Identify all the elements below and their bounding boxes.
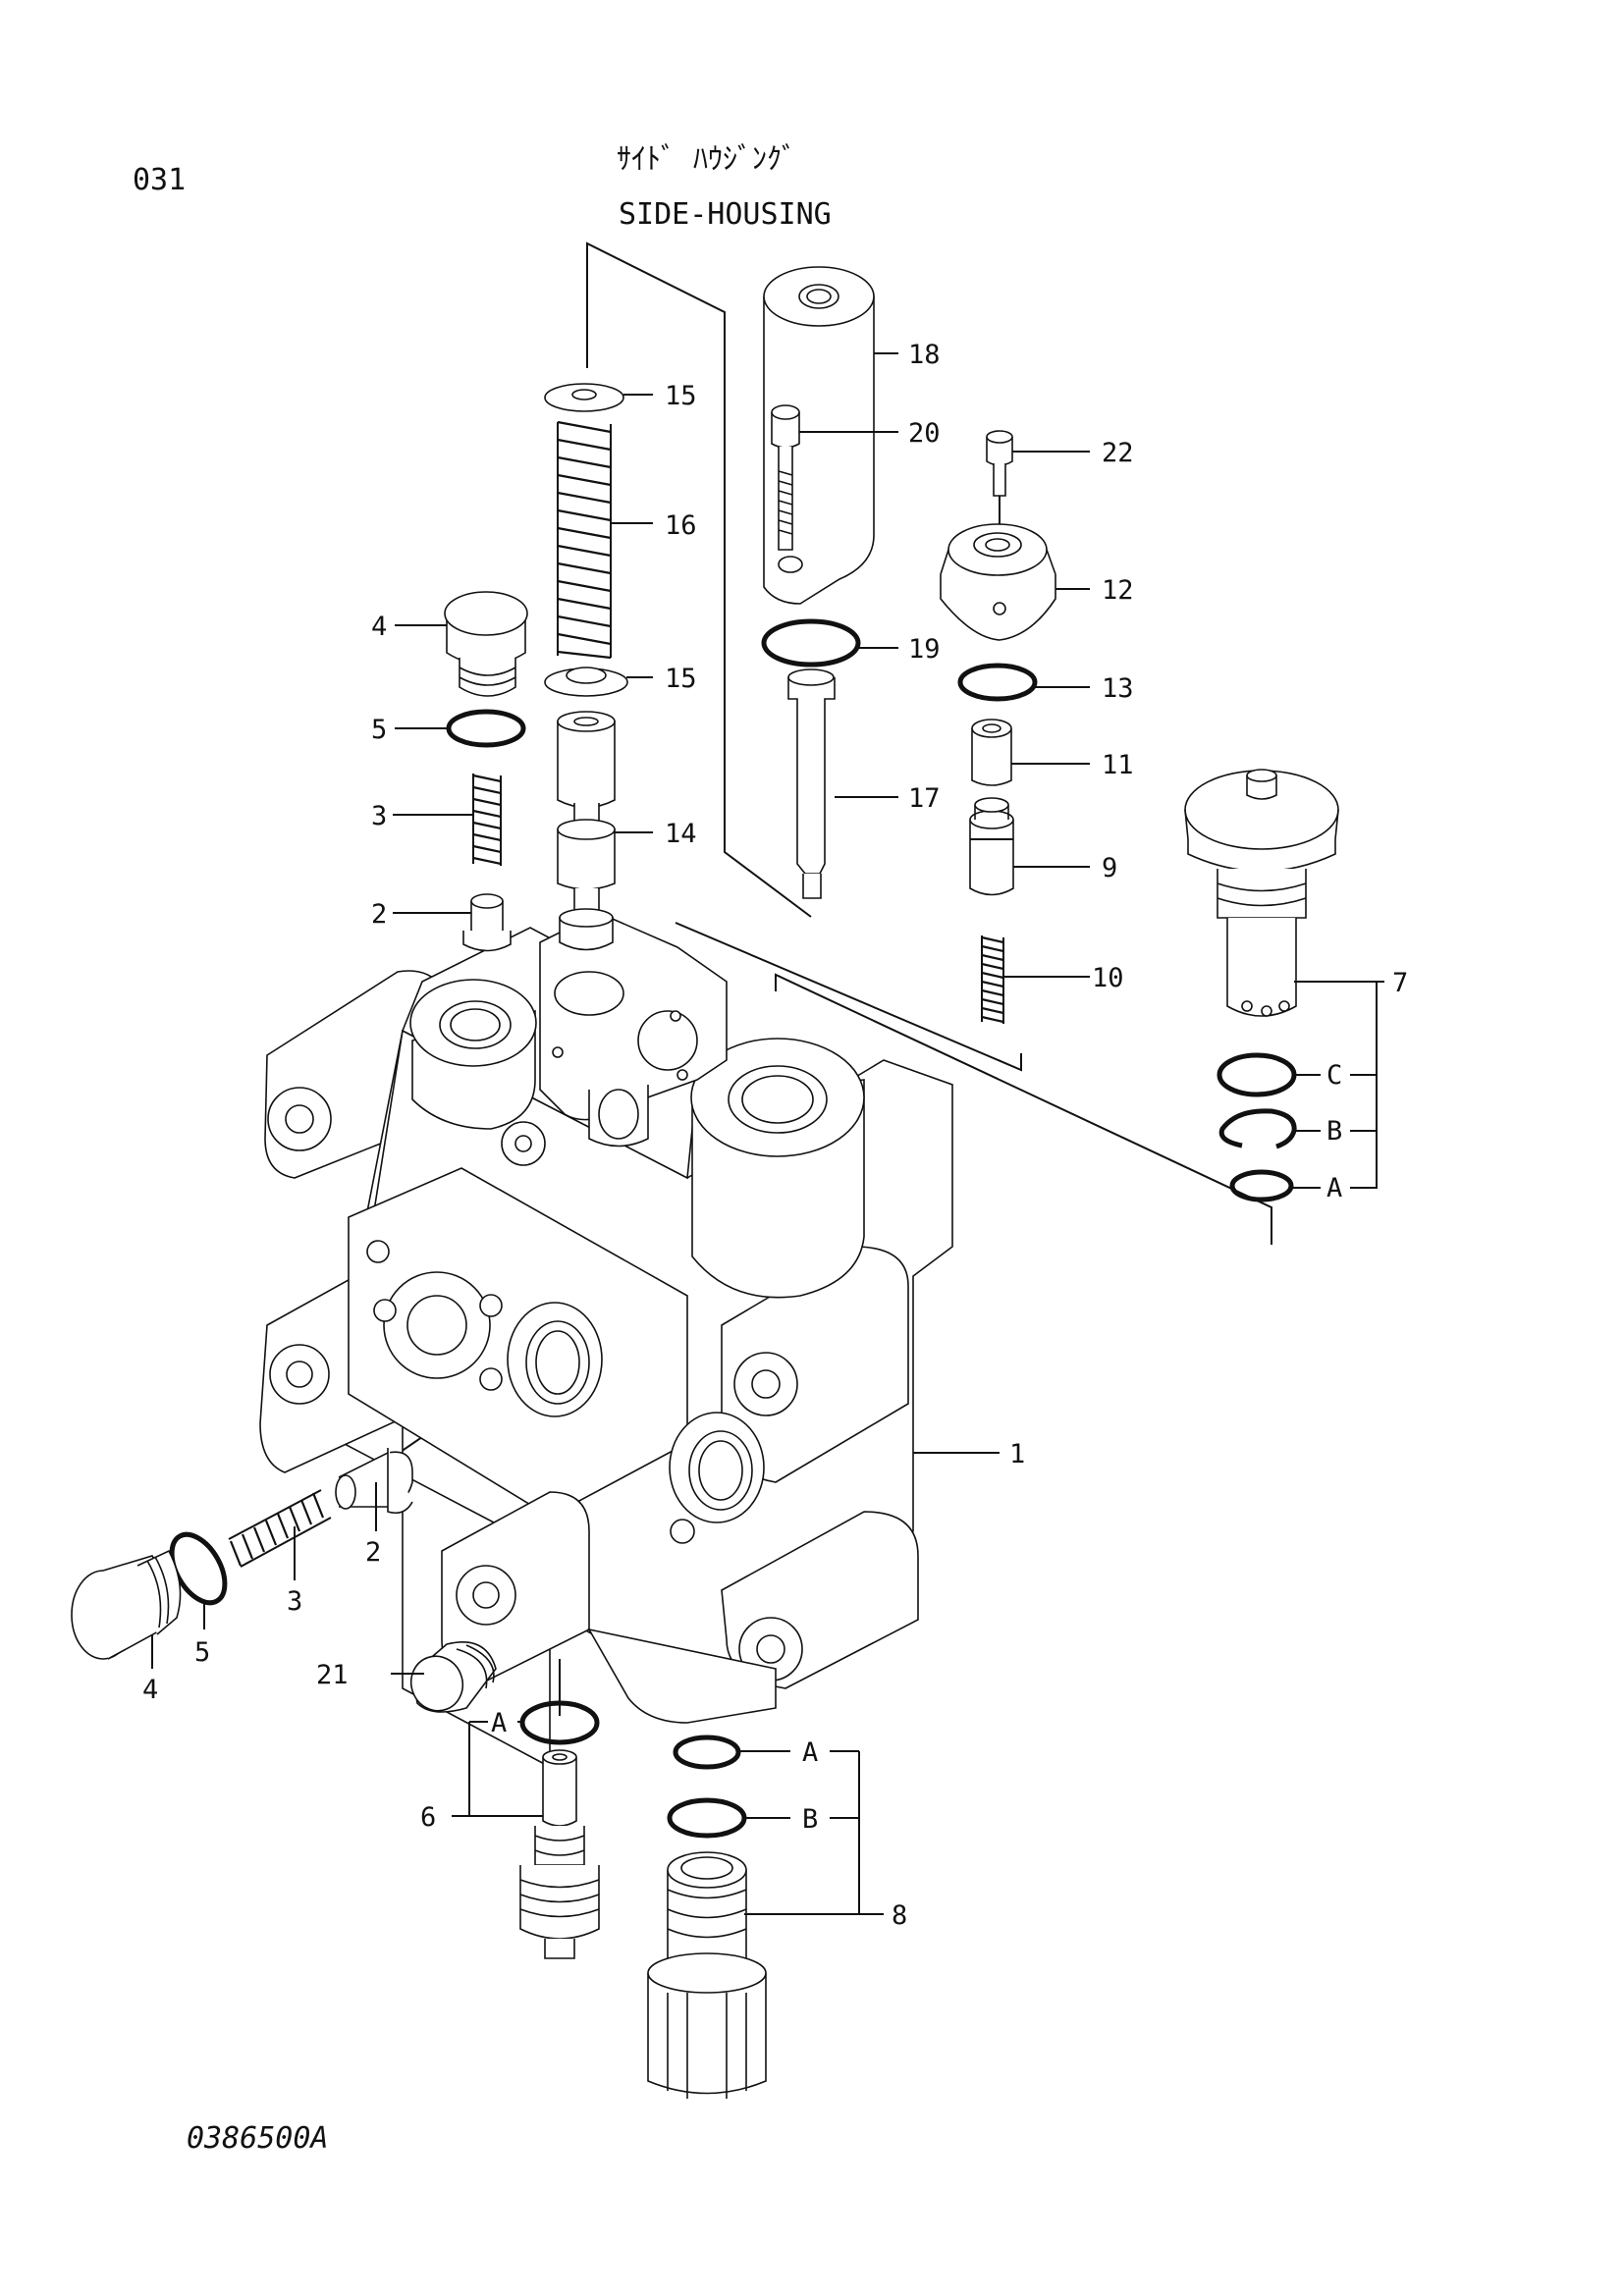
callout-19: 19 <box>908 634 941 665</box>
callout-4: 4 <box>142 1675 158 1705</box>
callout-9: 9 <box>1102 853 1117 883</box>
callout-15: 15 <box>665 381 697 411</box>
spring-16 <box>557 420 612 660</box>
callout-17: 17 <box>908 783 941 814</box>
spring-seat-lower <box>544 667 628 697</box>
bolt-22 <box>986 430 1013 497</box>
o-ring-8-a <box>673 1735 741 1770</box>
callout-20: 20 <box>908 418 941 449</box>
relief-valve-7 <box>1184 769 1339 1017</box>
callout-11: 11 <box>1102 750 1134 780</box>
sleeve-11 <box>971 719 1012 786</box>
plug-4-lower <box>71 1549 182 1660</box>
leader-lines <box>151 352 1384 1915</box>
callout-7: 7 <box>1392 968 1408 998</box>
backup-ring-7-b <box>1218 1108 1297 1149</box>
spool-14 <box>557 711 616 951</box>
callout-8: 8 <box>892 1900 907 1931</box>
o-ring-5-upper <box>446 709 526 748</box>
stem-17 <box>787 668 836 899</box>
callout-22: 22 <box>1102 438 1134 468</box>
callout-7-c: C <box>1326 1060 1342 1091</box>
title-japanese: ｻｲﾄﾞ ﾊｳｼﾞﾝｸﾞ <box>617 142 796 177</box>
callout-1: 1 <box>1009 1439 1025 1469</box>
spring-10 <box>981 935 1004 1024</box>
o-ring-13 <box>957 663 1038 702</box>
side-housing-body <box>259 912 953 1769</box>
callout-14: 14 <box>665 819 697 849</box>
callout-2: 2 <box>371 899 387 930</box>
callout-2: 2 <box>365 1537 381 1568</box>
o-ring-7-a <box>1229 1169 1294 1202</box>
callout-7-a: A <box>1326 1173 1342 1203</box>
spring-seat-upper <box>544 383 624 412</box>
callout-6: 6 <box>420 1802 436 1833</box>
callout-5: 5 <box>194 1637 210 1668</box>
callout-3: 3 <box>371 801 387 831</box>
check-valve-6 <box>519 1749 600 1959</box>
callout-15: 15 <box>665 664 697 694</box>
callout-3: 3 <box>287 1586 302 1617</box>
callout-4: 4 <box>371 612 387 642</box>
callout-6-a: A <box>491 1708 507 1738</box>
spring-3-upper <box>472 774 502 866</box>
callout-5: 5 <box>371 715 387 745</box>
drawing-number: 0386500A <box>187 2121 329 2156</box>
callout-10: 10 <box>1092 963 1124 993</box>
callout-16: 16 <box>665 510 697 541</box>
piston-9 <box>969 797 1014 896</box>
plug-21 <box>409 1640 497 1713</box>
callout-18: 18 <box>908 340 941 370</box>
o-ring-7-c <box>1217 1052 1297 1097</box>
callout-7-b: B <box>1326 1116 1342 1147</box>
callout-labels: 15 16 15 14 18 20 19 17 22 12 13 11 9 10… <box>142 340 1408 1931</box>
cap-12 <box>940 523 1056 641</box>
check-valve-8 <box>647 1851 767 2099</box>
callout-13: 13 <box>1102 673 1134 704</box>
poppet-2-lower <box>335 1448 413 1515</box>
poppet-2-upper <box>462 893 512 952</box>
callout-8-a: A <box>802 1737 818 1768</box>
title-english: SIDE-HOUSING <box>619 197 832 232</box>
plug-4-upper <box>444 591 528 697</box>
callout-12: 12 <box>1102 575 1134 606</box>
o-ring-19 <box>761 618 861 667</box>
callout-21: 21 <box>316 1660 349 1690</box>
page-code: 031 <box>133 163 186 197</box>
bolt-20 <box>771 404 800 551</box>
spring-3-lower <box>228 1489 332 1568</box>
backup-ring-8-b <box>667 1797 747 1839</box>
callout-8-b: B <box>802 1804 818 1835</box>
